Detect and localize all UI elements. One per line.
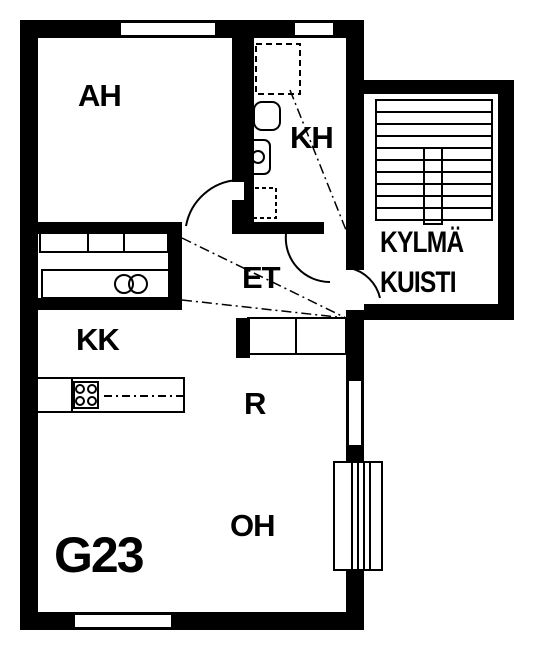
room-label-hall: R bbox=[244, 386, 266, 421]
porch-door bbox=[333, 461, 383, 571]
room-label-living-room: OH bbox=[230, 508, 275, 543]
room-partitions bbox=[39, 231, 347, 355]
walls bbox=[20, 20, 514, 630]
room-label-bedroom: AH bbox=[78, 78, 122, 113]
counter bbox=[35, 377, 185, 413]
ceiling-lines bbox=[181, 89, 347, 319]
porch-label-line1: KYLMÄ bbox=[380, 226, 464, 259]
room-label-bathroom: KH bbox=[290, 120, 334, 155]
porch-label-line2: KUISTI bbox=[380, 266, 457, 299]
unit-id: G23 bbox=[54, 527, 145, 583]
windows bbox=[73, 21, 363, 629]
door-swings bbox=[185, 179, 381, 299]
room-label-entrance: ET bbox=[242, 260, 281, 295]
bathroom-fixtures bbox=[245, 43, 301, 219]
room-label-kitchen: KK bbox=[76, 322, 120, 357]
stairs bbox=[375, 99, 493, 225]
